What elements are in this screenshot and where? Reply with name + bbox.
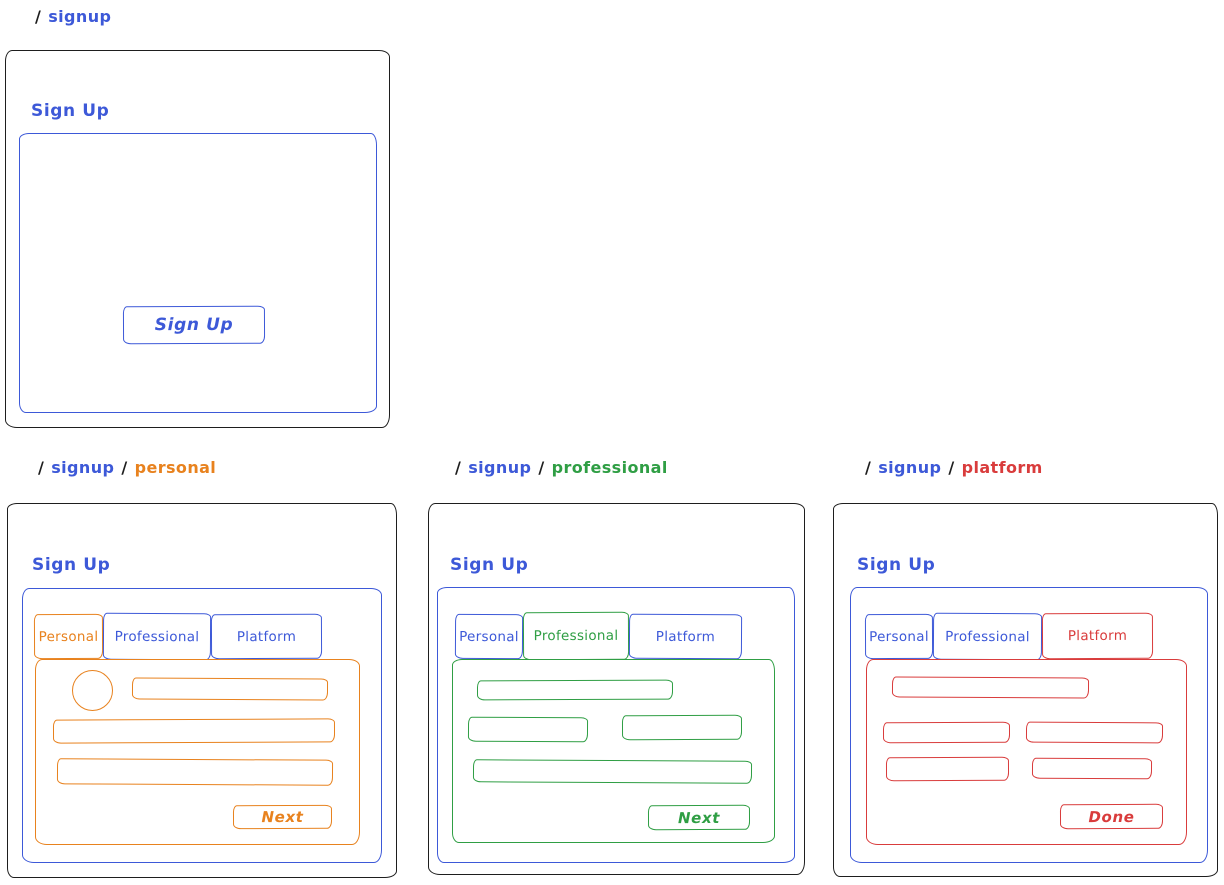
text-input[interactable] — [472, 759, 753, 784]
breadcrumb-segment-platform: platform — [961, 458, 1043, 477]
sign-up-button[interactable]: Sign Up — [122, 305, 266, 345]
tab-personal[interactable]: Personal — [454, 613, 524, 660]
breadcrumb-segment-professional: professional — [551, 458, 668, 477]
signup-form-area — [19, 133, 377, 413]
breadcrumb: / signup — [35, 7, 118, 26]
page-title: Sign Up — [857, 555, 936, 575]
text-input[interactable] — [621, 714, 743, 741]
text-input[interactable] — [1031, 757, 1153, 780]
tab-professional[interactable]: Professional — [102, 612, 212, 661]
text-input[interactable] — [891, 676, 1090, 699]
signup-form-area — [850, 587, 1208, 863]
signup-form-area — [437, 587, 795, 863]
breadcrumb-separator: / — [38, 458, 45, 477]
tab-personal[interactable]: Personal — [33, 613, 104, 660]
breadcrumb: / signup / personal — [38, 458, 223, 477]
text-input[interactable] — [467, 716, 589, 743]
browser-frame — [833, 503, 1218, 877]
done-button[interactable]: Done — [1059, 803, 1164, 830]
text-input[interactable] — [476, 679, 674, 701]
breadcrumb-separator: / — [121, 458, 128, 477]
text-input[interactable] — [56, 758, 334, 786]
avatar-circle-icon[interactable] — [72, 670, 113, 711]
tab-personal[interactable]: Personal — [864, 613, 934, 660]
breadcrumb-separator: / — [948, 458, 955, 477]
tab-professional[interactable]: Professional — [932, 612, 1043, 661]
browser-frame — [7, 503, 397, 878]
breadcrumb-separator: / — [455, 458, 462, 477]
browser-frame: Sign Up — [5, 50, 390, 428]
tab-platform[interactable]: Platform — [210, 613, 323, 660]
breadcrumb-segment-signup: signup — [878, 458, 942, 477]
tab-platform[interactable]: Platform — [628, 613, 743, 660]
breadcrumb: / signup / platform — [865, 458, 1050, 477]
tab-platform[interactable]: Platform — [1041, 612, 1154, 660]
browser-frame — [428, 503, 805, 875]
text-input[interactable] — [885, 756, 1010, 782]
signup-form-area — [22, 588, 382, 863]
breadcrumb-segment-signup: signup — [468, 458, 532, 477]
breadcrumb: / signup / professional — [455, 458, 675, 477]
breadcrumb-segment-signup: signup — [51, 458, 115, 477]
text-input[interactable] — [52, 718, 336, 744]
page-title: Sign Up — [31, 101, 110, 121]
next-button[interactable]: Next — [647, 804, 751, 831]
breadcrumb-segment-personal: personal — [134, 458, 217, 477]
tab-professional[interactable]: Professional — [522, 611, 630, 661]
breadcrumb-separator: / — [865, 458, 872, 477]
name-input[interactable] — [131, 677, 329, 701]
breadcrumb-separator: / — [35, 7, 42, 26]
breadcrumb-separator: / — [538, 458, 545, 477]
text-input[interactable] — [1025, 721, 1164, 744]
next-button[interactable]: Next — [232, 804, 333, 830]
page-title: Sign Up — [32, 555, 111, 575]
page-title: Sign Up — [450, 555, 529, 575]
breadcrumb-segment-signup: signup — [48, 7, 112, 26]
text-input[interactable] — [882, 721, 1011, 744]
